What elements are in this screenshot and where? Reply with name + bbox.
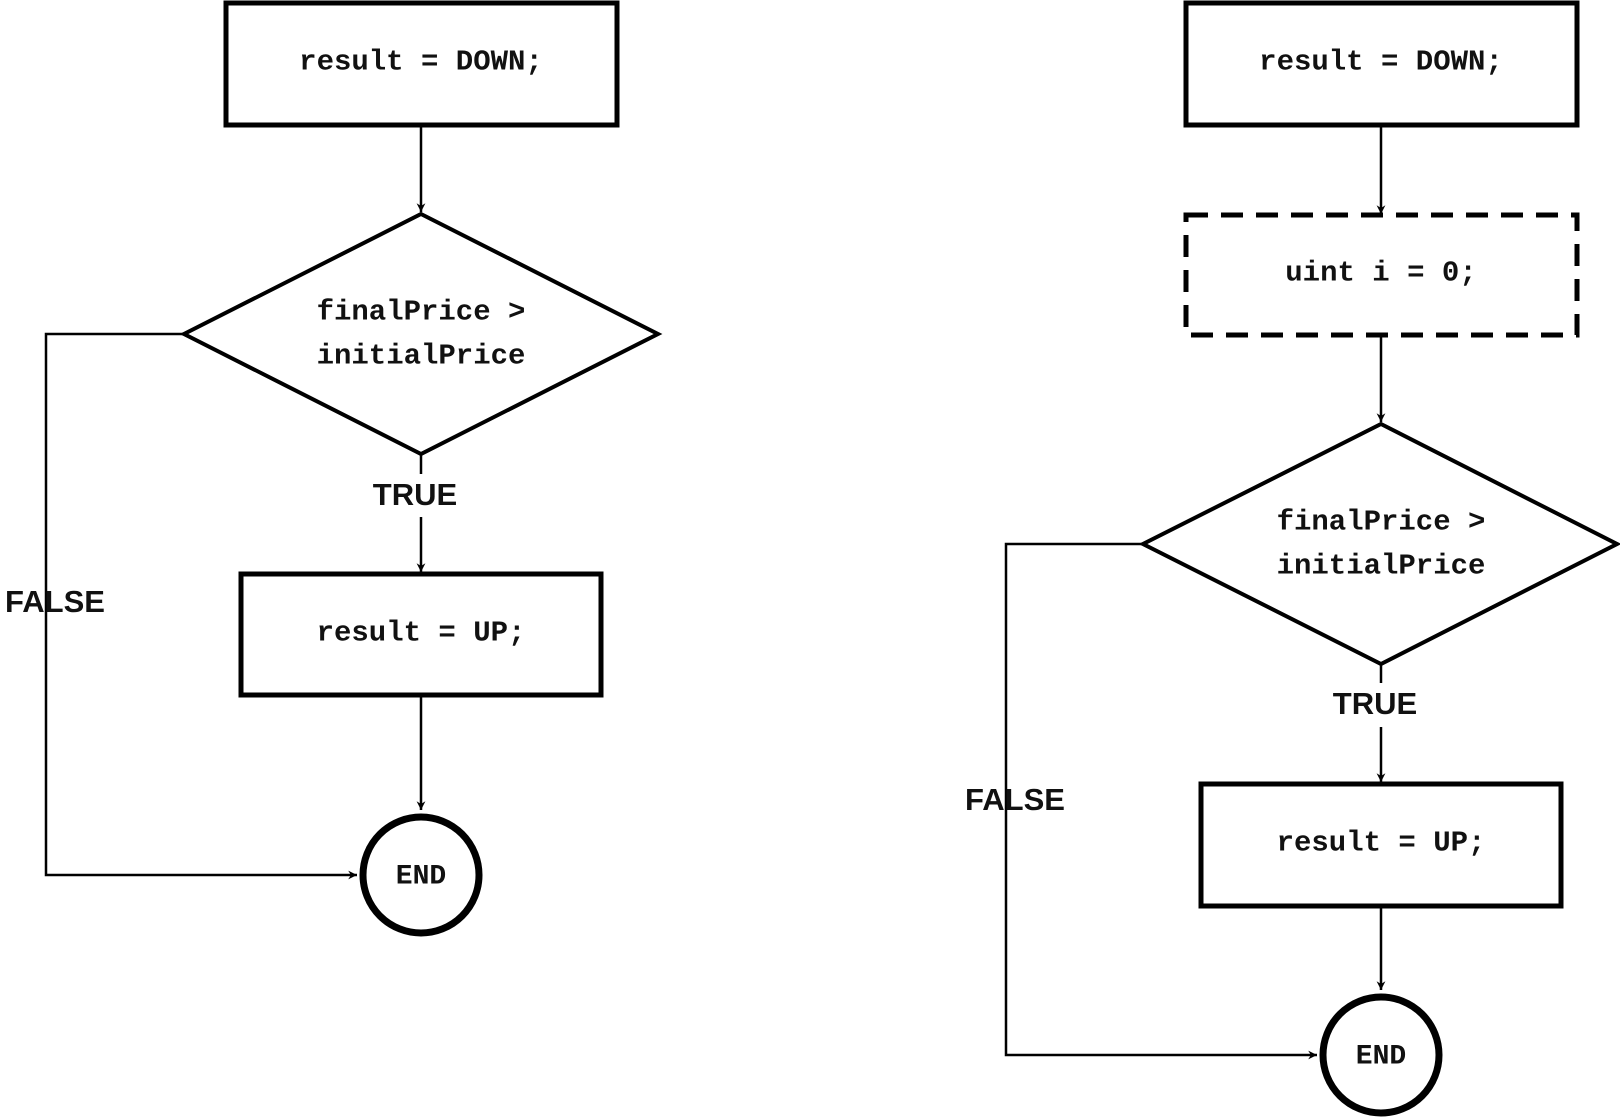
true-label: TRUE (1333, 686, 1417, 721)
action-label: result = UP; (317, 617, 526, 650)
action-box: result = UP; (1198, 781, 1564, 909)
flowchart-right: result = DOWN; uint i = 0; finalPrice > … (965, 0, 1620, 1117)
init-box: uint i = 0; (1183, 212, 1580, 338)
end-node: END (359, 813, 483, 937)
end-label: END (396, 861, 446, 892)
condition-line-1: finalPrice > (1277, 506, 1486, 539)
init-label: uint i = 0; (1285, 257, 1476, 290)
end-node: END (1319, 993, 1443, 1117)
condition-diamond: finalPrice > initialPrice (1138, 421, 1620, 667)
edge-false-path (44, 332, 357, 880)
false-label: FALSE (965, 782, 1065, 817)
condition-line-2: initialPrice (317, 340, 526, 373)
condition-diamond: finalPrice > initialPrice (179, 211, 663, 457)
start-label: result = DOWN; (299, 46, 543, 79)
flowchart-left: result = DOWN; finalPrice > initialPrice… (5, 0, 663, 937)
edge-false-path (1004, 542, 1317, 1060)
action-label: result = UP; (1277, 827, 1486, 860)
start-box: result = DOWN; (223, 0, 620, 128)
true-label: TRUE (373, 477, 457, 512)
condition-line-2: initialPrice (1277, 550, 1486, 583)
condition-line-1: finalPrice > (317, 296, 526, 329)
start-box: result = DOWN; (1183, 0, 1580, 128)
start-label: result = DOWN; (1259, 46, 1503, 79)
end-label: END (1356, 1041, 1406, 1072)
false-label: FALSE (5, 584, 105, 619)
action-box: result = UP; (238, 571, 604, 698)
